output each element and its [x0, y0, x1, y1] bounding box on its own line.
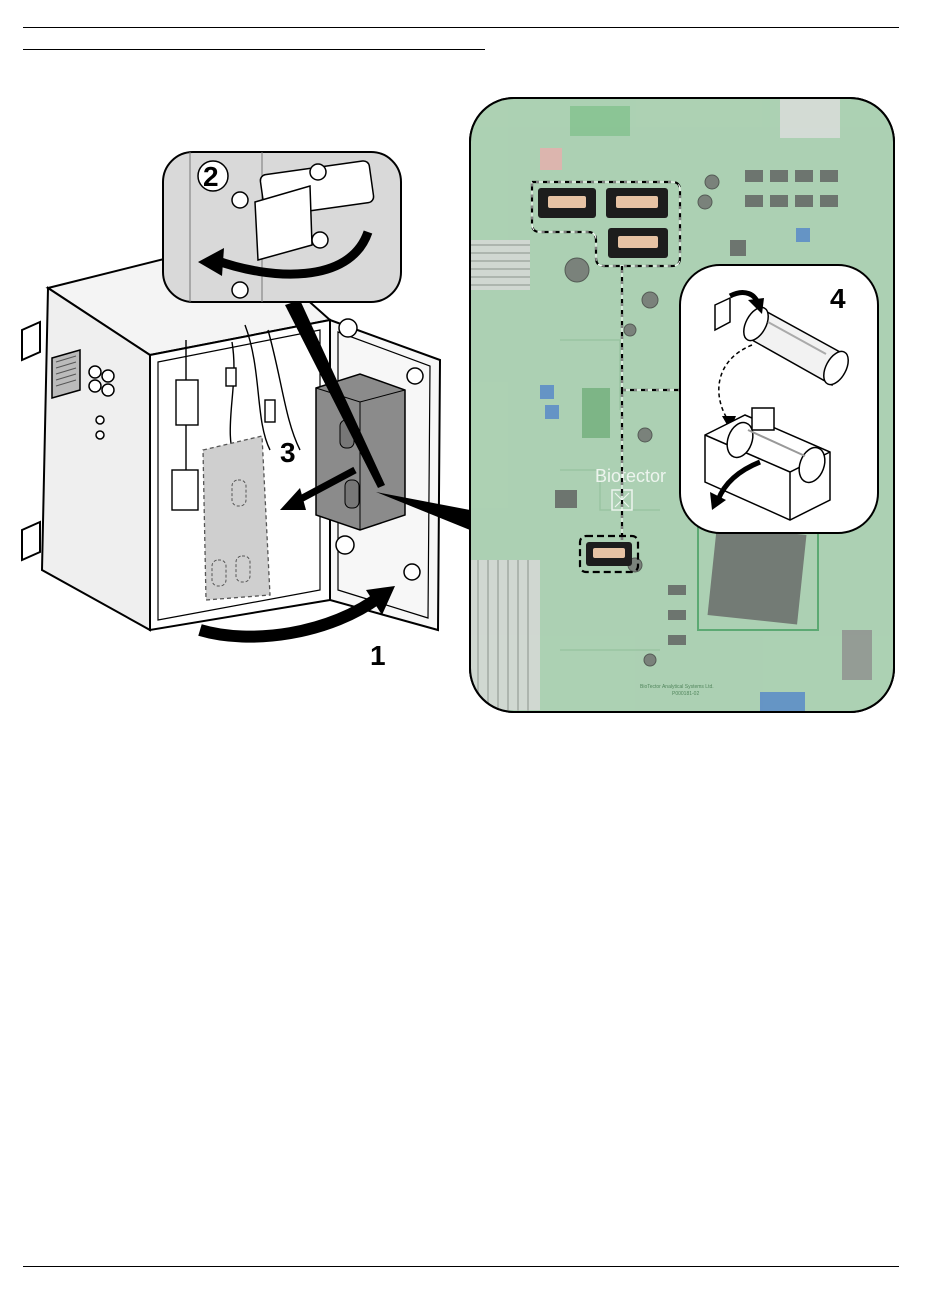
board-maker: BioTector Analytical Systems Ltd.	[640, 684, 714, 690]
fuse-replacement-illustration: Biotector BioTector Analytical Systems L…	[0, 90, 950, 730]
step-label-4: 4	[830, 283, 846, 314]
step-label-2: 2	[203, 161, 219, 192]
board-part: P000181-02	[672, 691, 699, 697]
step-label-1: 1	[370, 640, 386, 671]
board-brand: Biotector	[595, 466, 666, 486]
step-label-3: 3	[280, 437, 296, 468]
title-underline	[23, 49, 485, 50]
circuit-board-icon: Biotector BioTector Analytical Systems L…	[470, 98, 894, 712]
removed-board-ghost	[203, 436, 270, 600]
latch-detail-icon	[163, 152, 401, 302]
footer-rule	[23, 1266, 899, 1267]
header-rule	[23, 27, 899, 28]
vent-grille	[52, 350, 80, 398]
fuse-holder-icon	[680, 265, 878, 533]
